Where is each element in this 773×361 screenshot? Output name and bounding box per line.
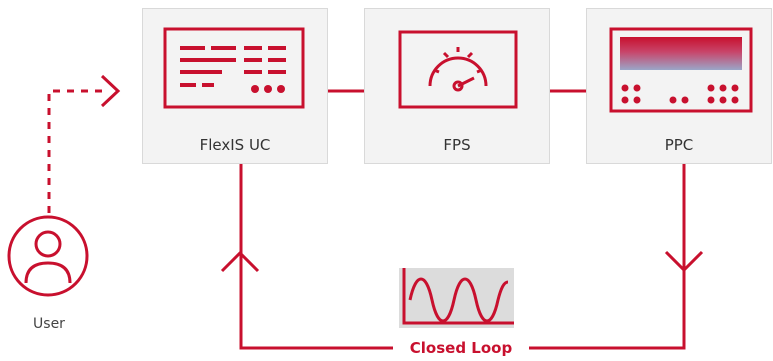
node-ppc-label: PPC xyxy=(664,136,694,154)
user-label: User xyxy=(33,316,65,332)
user-dashed-arrow xyxy=(47,89,104,213)
user-arrow-head xyxy=(100,74,121,108)
node-flexis-uc-label: FlexIS UC xyxy=(199,136,271,154)
node-flexis-uc: FlexIS UC xyxy=(142,8,328,164)
closed-loop-label: Closed Loop xyxy=(393,339,529,357)
controller-panel-icon xyxy=(609,27,753,113)
waveform-icon xyxy=(399,268,514,328)
up-arrow-head xyxy=(220,250,260,273)
node-ppc: PPC xyxy=(586,8,772,164)
node-fps: FPS xyxy=(364,8,550,164)
down-arrow-head xyxy=(664,250,704,273)
gauge-icon xyxy=(398,30,518,109)
user-icon xyxy=(7,215,89,297)
node-fps-label: FPS xyxy=(443,136,471,154)
monitor-icon xyxy=(163,27,305,109)
